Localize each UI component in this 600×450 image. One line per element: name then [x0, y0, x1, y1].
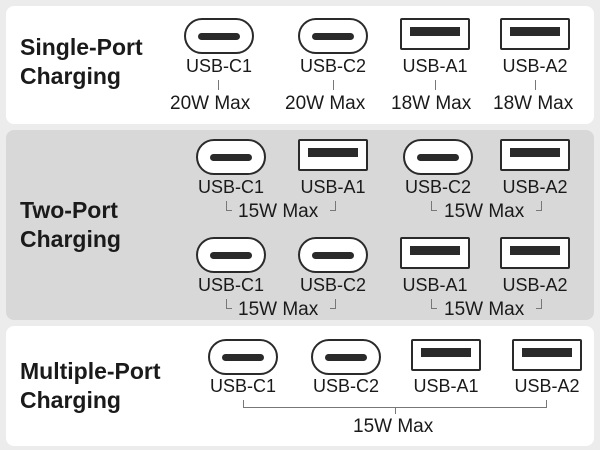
- multi-port-title: Multiple-Port Charging: [20, 357, 161, 415]
- bracket-left: [226, 299, 232, 309]
- port-label: USB-A1: [300, 177, 366, 197]
- usb-c-port-icon: [298, 18, 368, 54]
- port-label: USB-C2: [299, 275, 366, 295]
- usb-a-port-icon: [400, 237, 470, 269]
- max-power-label: 15W Max: [353, 416, 434, 437]
- usb-a-port-icon: [512, 339, 582, 371]
- usb-c-port-icon: [311, 339, 381, 375]
- connector-tick: [535, 80, 536, 90]
- usb-c-port-icon: [208, 339, 278, 375]
- port-label: USB-A1: [402, 56, 468, 76]
- connector-tick: [395, 408, 396, 414]
- bracket-left: [431, 299, 437, 309]
- usb-a-port-icon: [500, 237, 570, 269]
- port-label: USB-A2: [502, 177, 568, 197]
- multi-port-bracket: [243, 400, 547, 408]
- port-label: USB-A2: [502, 56, 568, 76]
- max-power-label: 15W Max: [444, 201, 525, 222]
- bracket-right: [330, 299, 336, 309]
- usb-c-port-icon: [403, 139, 473, 175]
- multi-port-panel: [6, 326, 594, 446]
- bracket-left: [226, 201, 232, 211]
- connector-tick: [435, 80, 436, 90]
- two-port-title-line1: Two-Port: [20, 197, 118, 223]
- port-label: USB-C2: [404, 177, 471, 197]
- port-label: USB-C2: [299, 56, 366, 76]
- max-power-label: 20W Max: [285, 93, 366, 114]
- multi-port-title-line2: Charging: [20, 387, 121, 413]
- usb-c-port-icon: [196, 139, 266, 175]
- connector-tick: [218, 80, 219, 90]
- port-label: USB-C1: [185, 56, 252, 76]
- port-label: USB-A2: [514, 376, 580, 396]
- bracket-right: [330, 201, 336, 211]
- single-port-title-line2: Charging: [20, 63, 121, 89]
- port-label: USB-C2: [312, 376, 379, 396]
- max-power-label: 15W Max: [444, 299, 525, 320]
- port-label: USB-A1: [402, 275, 468, 295]
- port-label: USB-C1: [197, 275, 264, 295]
- max-power-label: 15W Max: [238, 299, 319, 320]
- single-port-title-line1: Single-Port: [20, 34, 143, 60]
- max-power-label: 15W Max: [238, 201, 319, 222]
- max-power-label: 18W Max: [493, 93, 574, 114]
- connector-tick: [333, 80, 334, 90]
- multi-port-title-line1: Multiple-Port: [20, 358, 161, 384]
- usb-a-port-icon: [400, 18, 470, 50]
- usb-c-port-icon: [184, 18, 254, 54]
- usb-a-port-icon: [298, 139, 368, 171]
- usb-a-port-icon: [411, 339, 481, 371]
- port-label: USB-C1: [197, 177, 264, 197]
- port-label: USB-C1: [209, 376, 276, 396]
- usb-a-port-icon: [500, 139, 570, 171]
- port-label: USB-A2: [502, 275, 568, 295]
- usb-a-port-icon: [500, 18, 570, 50]
- two-port-title-line2: Charging: [20, 226, 121, 252]
- usb-c-port-icon: [298, 237, 368, 273]
- two-port-title: Two-Port Charging: [20, 196, 121, 254]
- usb-c-port-icon: [196, 237, 266, 273]
- bracket-left: [431, 201, 437, 211]
- port-label: USB-A1: [413, 376, 479, 396]
- max-power-label: 20W Max: [170, 93, 251, 114]
- bracket-right: [536, 201, 542, 211]
- bracket-right: [536, 299, 542, 309]
- single-port-title: Single-Port Charging: [20, 33, 143, 91]
- max-power-label: 18W Max: [391, 93, 472, 114]
